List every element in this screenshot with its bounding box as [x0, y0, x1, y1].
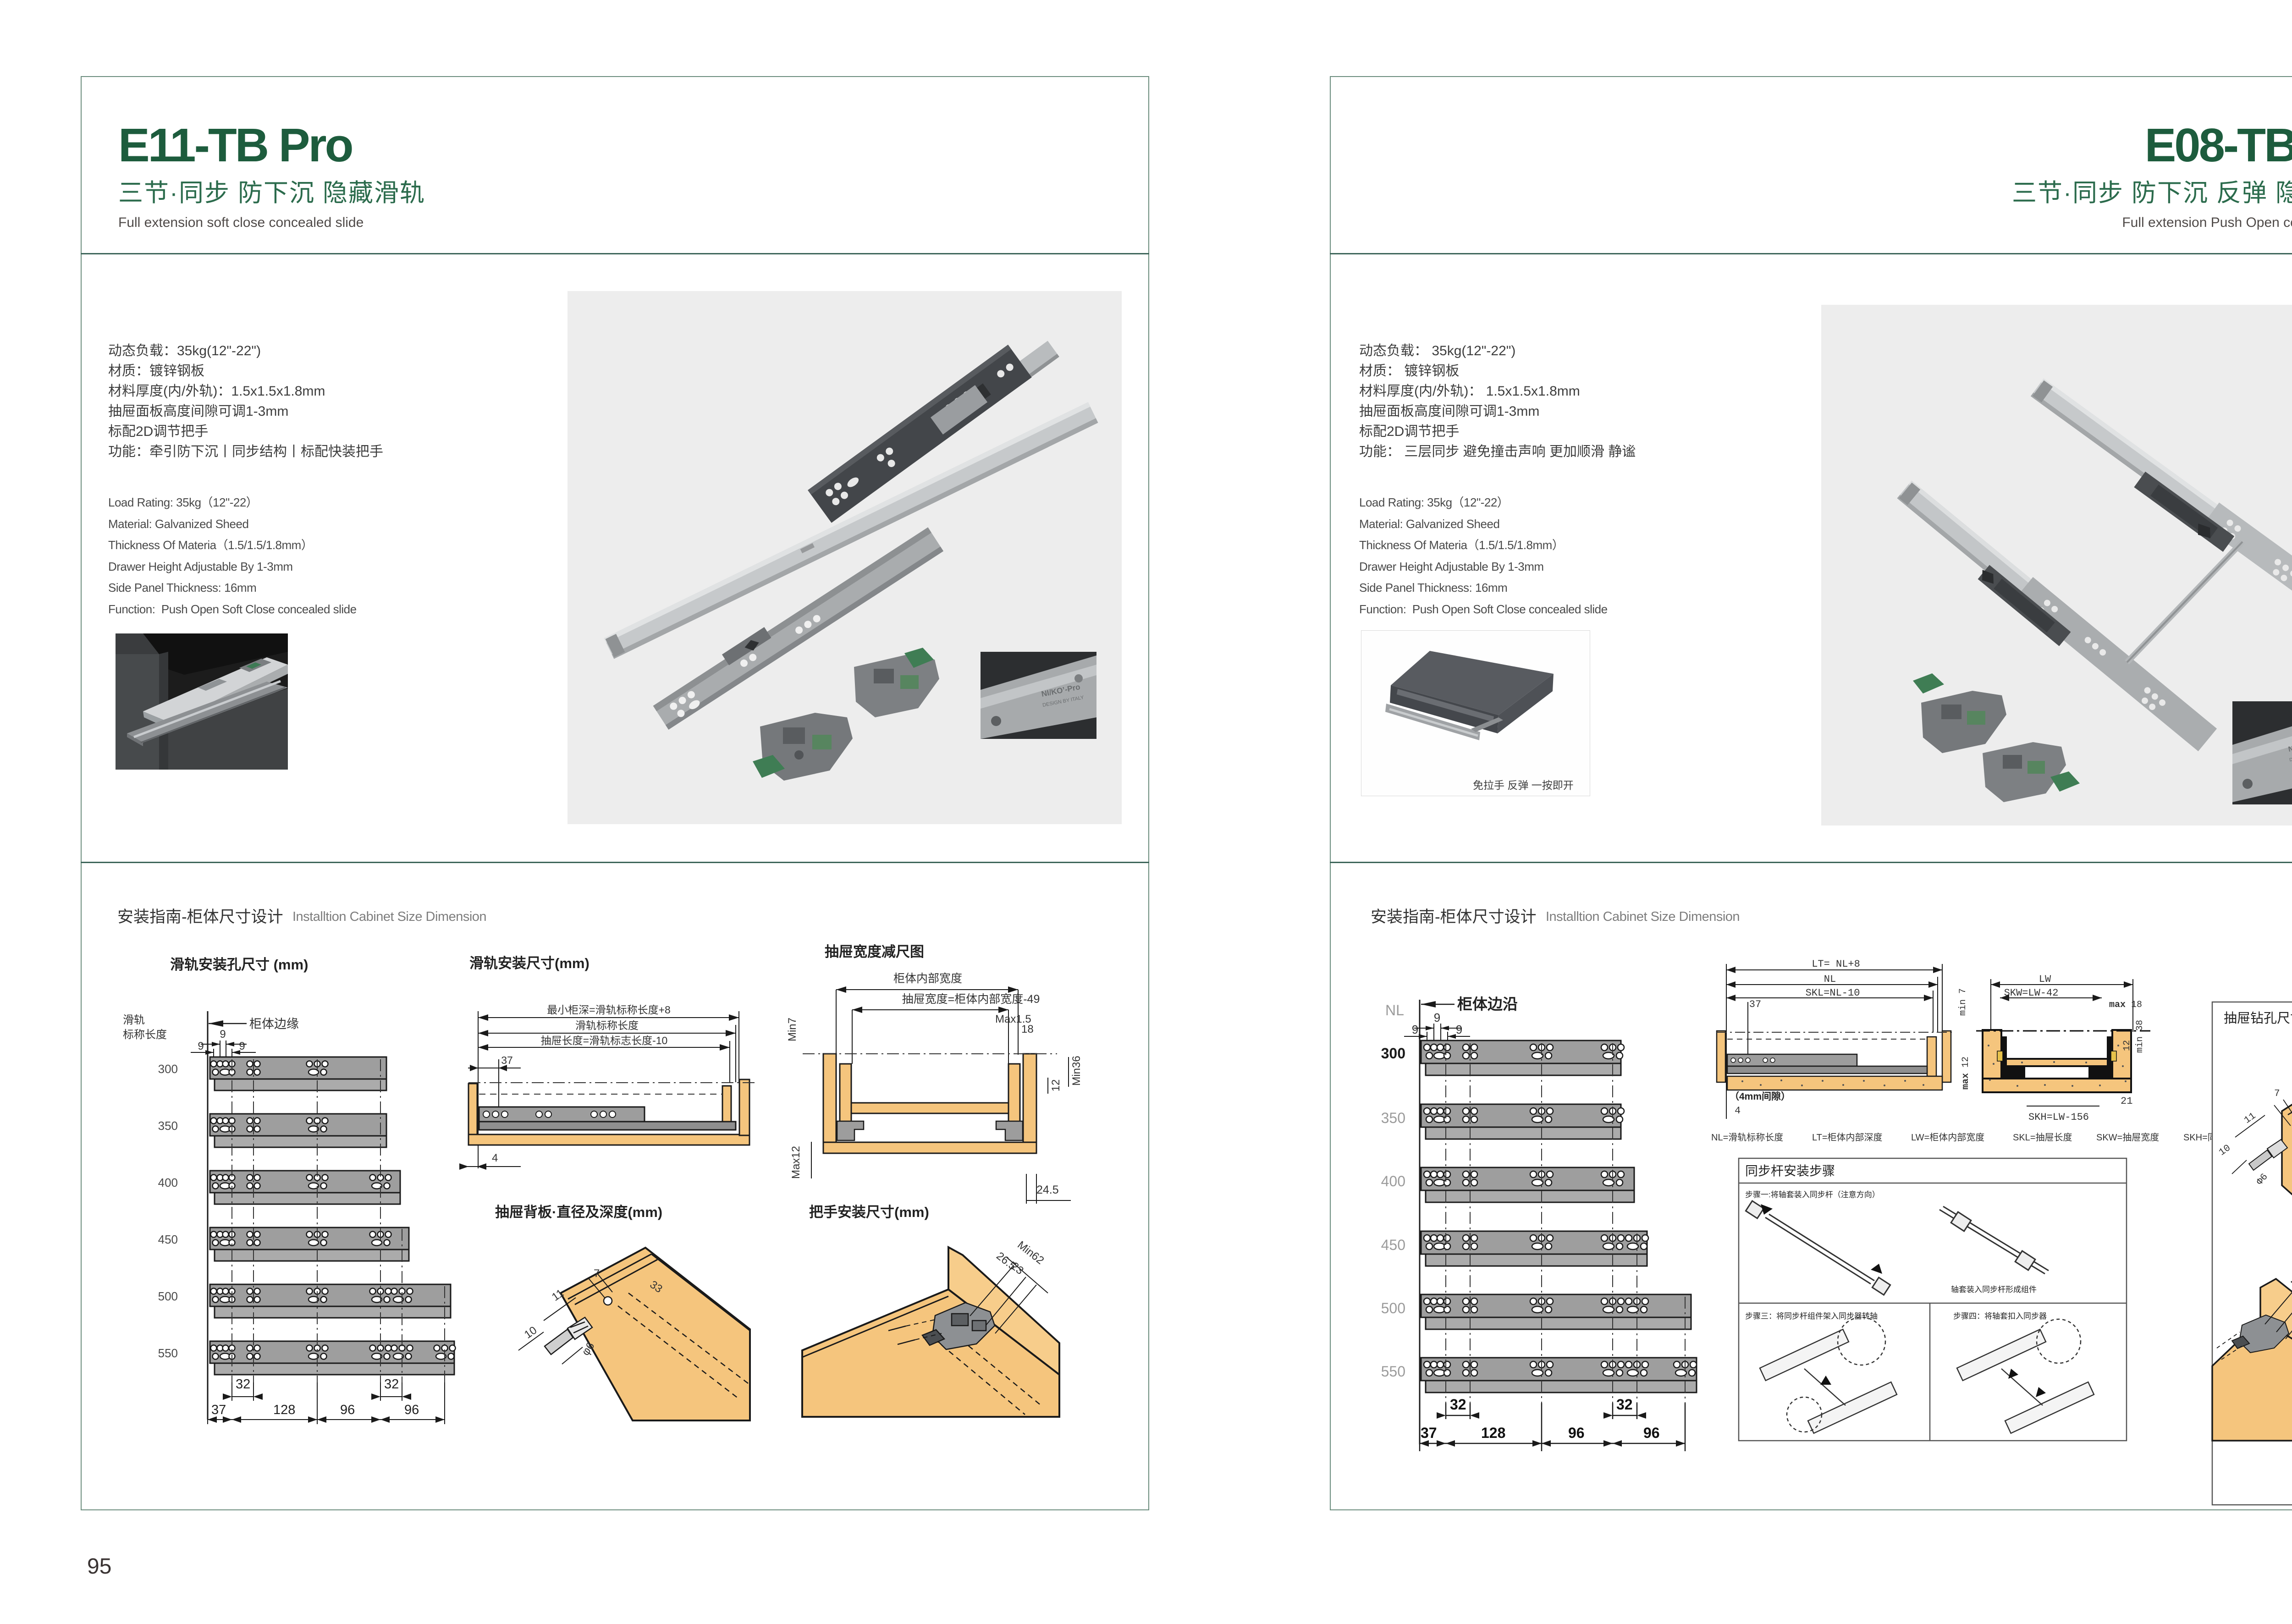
svg-text:32: 32	[236, 1377, 250, 1392]
svg-text:柜体边缘: 柜体边缘	[249, 1017, 299, 1031]
svg-text:NL: NL	[1385, 1002, 1404, 1018]
svg-text:7: 7	[594, 1267, 600, 1280]
svg-text:最小柜深=滑轨标称长度+8: 最小柜深=滑轨标称长度+8	[547, 1004, 671, 1016]
svg-text:Min7: Min7	[786, 1018, 799, 1041]
svg-text:11: 11	[550, 1287, 566, 1304]
svg-text:18: 18	[1021, 1023, 1034, 1035]
svg-text:免拉手 反弹 一按即开: 免拉手 反弹 一按即开	[1473, 779, 1574, 791]
svg-text:柜体内部宽度: 柜体内部宽度	[893, 972, 962, 985]
svg-text:350: 350	[1381, 1110, 1405, 1126]
svg-text:（4mm间隙）: （4mm间隙）	[1730, 1091, 1791, 1102]
svg-text:400: 400	[158, 1176, 178, 1189]
svg-text:滑轨安装尺寸(mm): 滑轨安装尺寸(mm)	[469, 955, 590, 971]
svg-text:300: 300	[1381, 1045, 1405, 1062]
svg-text:450: 450	[1381, 1237, 1405, 1253]
svg-text:9: 9	[220, 1028, 226, 1040]
svg-text:10: 10	[522, 1324, 539, 1341]
svg-text:NL=滑轨标称长度: NL=滑轨标称长度	[1711, 1132, 1783, 1143]
svg-text:96: 96	[340, 1403, 355, 1417]
svg-text:轴套装入同步杆形成组件: 轴套装入同步杆形成组件	[1951, 1285, 2037, 1294]
svg-text:标称长度: 标称长度	[123, 1029, 167, 1041]
svg-text:同步杆安装步骤: 同步杆安装步骤	[1745, 1164, 1835, 1178]
svg-text:37: 37	[1749, 999, 1761, 1010]
svg-text:37: 37	[501, 1054, 513, 1066]
svg-text:LW=柜体内部宽度: LW=柜体内部宽度	[1911, 1132, 1984, 1143]
svg-text:步骤四：将轴套扣入同步器: 步骤四：将轴套扣入同步器	[1953, 1312, 2047, 1321]
svg-text:把手安装尺寸(mm): 把手安装尺寸(mm)	[809, 1204, 929, 1220]
svg-text:抽屉背板·直径及深度(mm): 抽屉背板·直径及深度(mm)	[495, 1204, 662, 1220]
svg-text:9: 9	[1434, 1011, 1440, 1024]
svg-text:9: 9	[198, 1040, 204, 1052]
svg-text:柜体边沿: 柜体边沿	[1457, 996, 1518, 1013]
svg-text:LT= NL+8: LT= NL+8	[1812, 958, 1860, 970]
svg-text:SKW=抽屉宽度: SKW=抽屉宽度	[2096, 1132, 2159, 1143]
svg-text:抽屉钻孔尺寸(mm): 抽屉钻孔尺寸(mm)	[2224, 1011, 2292, 1026]
svg-text:min 7: min 7	[1958, 988, 1968, 1016]
svg-text:Installtion Cabinet Size Dimen: Installtion Cabinet Size Dimension	[1546, 909, 1740, 924]
svg-text:NL: NL	[1824, 974, 1836, 985]
svg-text:滑轨: 滑轨	[123, 1014, 145, 1026]
svg-text:Max12: Max12	[790, 1146, 802, 1179]
svg-text:4: 4	[492, 1152, 498, 1164]
svg-text:21: 21	[2121, 1096, 2132, 1107]
svg-text:128: 128	[1481, 1425, 1505, 1441]
svg-text:Max1.5: Max1.5	[995, 1013, 1031, 1025]
svg-text:37: 37	[211, 1403, 226, 1417]
svg-text:96: 96	[404, 1403, 419, 1417]
svg-text:350: 350	[158, 1119, 178, 1133]
svg-text:步骤一:将轴套装入同步杆（注意方向）: 步骤一:将轴套装入同步杆（注意方向）	[1745, 1190, 1880, 1199]
svg-text:4: 4	[1735, 1105, 1741, 1117]
svg-text:安装指南-柜体尺寸设计: 安装指南-柜体尺寸设计	[1371, 908, 1537, 926]
svg-text:NI/KO’-Pro: NI/KO’-Pro	[2288, 739, 2292, 754]
svg-text:550: 550	[1381, 1363, 1405, 1380]
svg-text:滑轨安装孔尺寸 (mm): 滑轨安装孔尺寸 (mm)	[170, 957, 308, 973]
svg-text:滑轨标称长度: 滑轨标称长度	[575, 1019, 639, 1031]
svg-text:32: 32	[1616, 1396, 1633, 1413]
svg-text:max 18: max 18	[2109, 1000, 2142, 1010]
svg-text:SKL=NL-10: SKL=NL-10	[1806, 987, 1860, 999]
svg-text:9: 9	[1412, 1023, 1418, 1036]
svg-text:9: 9	[239, 1040, 245, 1052]
svg-text:24.5: 24.5	[1036, 1184, 1059, 1196]
svg-text:12: 12	[2122, 1040, 2132, 1051]
svg-text:7: 7	[2274, 1089, 2280, 1099]
svg-text:抽屉宽度=柜体内部宽度-49: 抽屉宽度=柜体内部宽度-49	[902, 993, 1040, 1006]
svg-text:32: 32	[1450, 1396, 1466, 1413]
svg-text:抽屉宽度减尺图: 抽屉宽度减尺图	[825, 944, 924, 960]
svg-text:32: 32	[384, 1377, 399, 1392]
svg-text:300: 300	[158, 1062, 178, 1076]
svg-text:安装指南-柜体尺寸设计: 安装指南-柜体尺寸设计	[117, 908, 283, 926]
svg-text:LT=柜体内部深度: LT=柜体内部深度	[1812, 1132, 1883, 1143]
svg-text:SKL=抽屉长度: SKL=抽屉长度	[2013, 1132, 2072, 1143]
svg-text:步骤三：将同步杆组件架入同步器转轴: 步骤三：将同步杆组件架入同步器转轴	[1745, 1312, 1878, 1321]
svg-text:500: 500	[158, 1289, 178, 1303]
svg-text:450: 450	[158, 1233, 178, 1246]
svg-text:SKH=LW-156: SKH=LW-156	[2028, 1112, 2089, 1123]
svg-text:12: 12	[1050, 1079, 1062, 1092]
svg-text:9: 9	[1456, 1023, 1462, 1036]
svg-text:550: 550	[158, 1346, 178, 1360]
svg-text:96: 96	[1643, 1425, 1660, 1441]
svg-text:Min36: Min36	[1070, 1056, 1083, 1085]
svg-text:LW: LW	[2039, 974, 2051, 985]
svg-text:37: 37	[1421, 1425, 1437, 1441]
svg-text:128: 128	[273, 1403, 295, 1417]
svg-text:max 12: max 12	[1961, 1057, 1971, 1090]
svg-text:400: 400	[1381, 1173, 1405, 1189]
svg-text:Installtion Cabinet Size Dimen: Installtion Cabinet Size Dimension	[292, 909, 486, 924]
svg-text:96: 96	[1568, 1425, 1585, 1441]
svg-text:抽屉长度=滑轨标志长度-10: 抽屉长度=滑轨标志长度-10	[541, 1035, 668, 1046]
svg-text:SKW=LW-42: SKW=LW-42	[2004, 987, 2059, 999]
svg-text:min 38: min 38	[2135, 1020, 2145, 1053]
svg-text:500: 500	[1381, 1300, 1405, 1316]
